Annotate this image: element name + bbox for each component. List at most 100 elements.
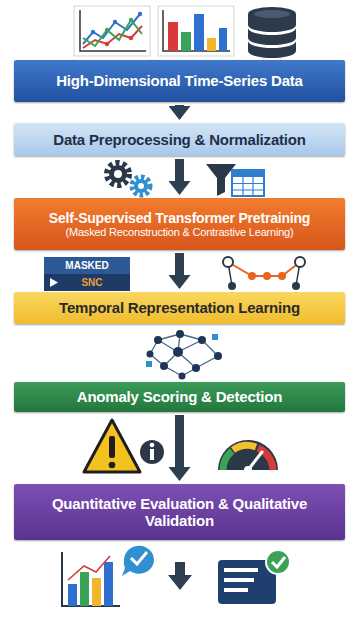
icon-part (62, 552, 120, 606)
icon-part (248, 272, 256, 280)
icon-part (154, 336, 162, 344)
icon-part (254, 10, 290, 18)
icon-part (105, 28, 109, 32)
icon-part (173, 347, 183, 357)
icon-part (158, 6, 234, 56)
band-title: High-Dimensional Time-Series Data (56, 72, 303, 89)
icon-part (163, 10, 230, 51)
icon-part (109, 436, 115, 458)
icon-part (44, 257, 130, 274)
flow-arrow (175, 253, 184, 279)
icon-part (122, 546, 154, 576)
icon-part (224, 588, 248, 592)
icon-part (138, 12, 142, 16)
icon-part (68, 556, 110, 580)
icon-part (295, 257, 305, 267)
icon-part (212, 334, 218, 340)
line-chart-icon (74, 6, 150, 56)
icon-part (140, 440, 164, 464)
icon-part (107, 163, 129, 185)
icon-part (192, 364, 200, 372)
results-chart-icon (62, 546, 154, 606)
process-band: Anomaly Scoring & Detection (14, 382, 345, 412)
icon-part (224, 568, 258, 572)
icon-part (224, 578, 254, 582)
icon-label: MASKED (44, 257, 130, 274)
icon-part (175, 562, 185, 576)
icon-part (132, 177, 150, 195)
icon-part (168, 22, 178, 51)
process-band: Data Preprocessing & Normalization (14, 123, 345, 156)
icon-part (134, 179, 148, 193)
icon-part (207, 38, 216, 51)
icon-part (114, 170, 122, 178)
icon-part (150, 449, 154, 460)
process-band: Temporal Representation Learning (14, 292, 345, 324)
icon-part (138, 183, 144, 189)
icon-part (223, 257, 233, 267)
process-band: Quantitative Evaluation & Qualitative Va… (14, 484, 345, 540)
gears-icon (107, 163, 150, 195)
icon-part (129, 36, 133, 40)
icon-part (218, 440, 278, 470)
report-icon (218, 550, 290, 604)
icon-part (68, 584, 77, 606)
icon-part (131, 552, 147, 564)
network-icon (146, 330, 222, 380)
band-title: Data Preprocessing & Normalization (53, 131, 305, 148)
icon-part (50, 278, 58, 287)
icon-part (244, 466, 252, 474)
masked-modeling-icon (44, 257, 130, 291)
icon-part (263, 272, 271, 280)
icon-part (80, 10, 146, 51)
icon-part (129, 18, 133, 22)
icon-part (168, 575, 192, 590)
icon-part (232, 170, 264, 196)
icon-part (91, 30, 95, 34)
icon-part (150, 334, 218, 376)
database-icon (248, 7, 296, 58)
icon-part (176, 330, 184, 338)
icon-part (44, 274, 130, 291)
gauge-icon (218, 440, 278, 474)
icon-part (80, 572, 89, 606)
icon-part (219, 28, 227, 51)
flow-arrow (175, 105, 184, 110)
warning-icon (84, 420, 164, 472)
band-title: Temporal Representation Learning (59, 299, 300, 316)
icon-part (292, 282, 300, 290)
icon-part (84, 420, 140, 472)
icon-part (83, 20, 142, 46)
bar-chart-icon (158, 6, 234, 56)
icon-part (104, 562, 113, 606)
icon-part (232, 177, 264, 196)
band-subtitle: (Masked Reconstruction & Contrastive Lea… (65, 226, 293, 239)
icon-part (109, 462, 116, 469)
icon-part (74, 6, 150, 56)
icon-part (272, 557, 285, 567)
icon-part (181, 32, 191, 51)
icon-part (150, 443, 155, 448)
flow-arrow (175, 415, 184, 471)
funnel-table-icon (206, 164, 264, 196)
icon-part (179, 373, 186, 380)
flow-arrow (168, 562, 192, 590)
icon-part (248, 18, 296, 32)
icon-part (233, 445, 256, 450)
icon-part (258, 448, 273, 470)
icon-part (147, 351, 154, 358)
band-title: Anomaly Scoring & Detection (77, 388, 282, 405)
icon-part (228, 282, 236, 290)
icon-part (113, 20, 117, 24)
icon-part (232, 170, 264, 177)
icon-part (248, 28, 296, 45)
icon-part (248, 41, 296, 58)
icon-part (228, 262, 300, 286)
icon-label: SNC (62, 274, 122, 291)
icon-part (147, 330, 223, 380)
icon-part (92, 578, 101, 606)
icon-part (214, 352, 222, 360)
icon-part (160, 362, 168, 370)
contrastive-icon (223, 257, 305, 290)
